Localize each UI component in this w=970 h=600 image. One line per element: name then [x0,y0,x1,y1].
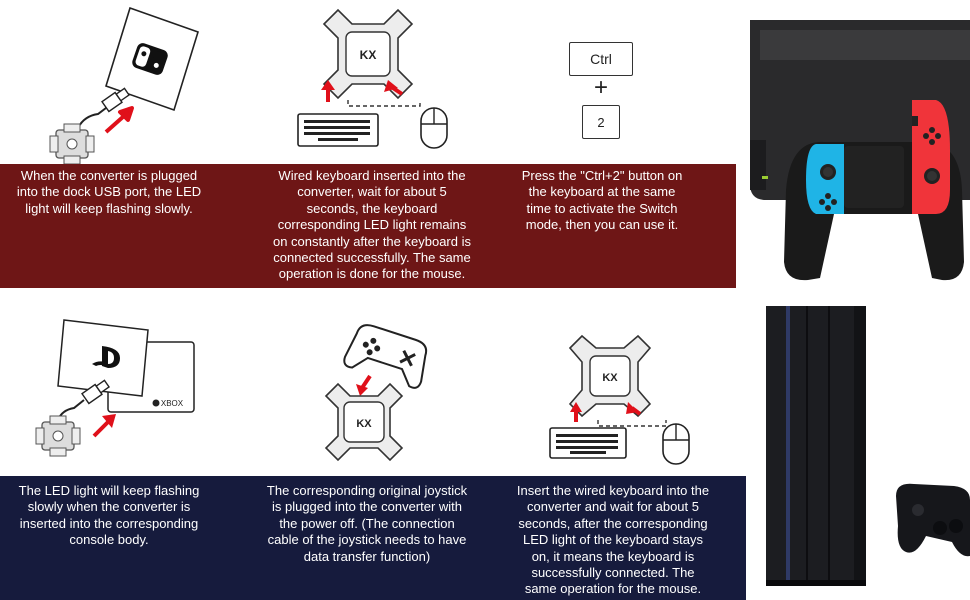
red-arrow-icon [570,402,582,412]
converter-icon: KX [568,334,652,418]
joystick-connect-illustration: KX [324,324,428,462]
key-2: 2 [582,105,620,139]
ps4-controller [896,483,970,557]
gamepad-icon [343,324,428,389]
keyboard-connect-illustration-2: KX [549,334,690,465]
keyboard-connect-illustration: KX [297,8,448,149]
keyboard-icon [297,113,379,147]
red-arrow-icon [104,106,134,134]
switch-step-3-text: Press the "Ctrl+2" button on the keyboar… [521,168,683,233]
converter-label: KX [602,372,618,384]
usb-plug-icon [81,379,111,405]
converter-icon: KX [322,8,414,100]
plus-sign: + [593,74,608,101]
red-arrow-icon [102,414,116,428]
mouse-icon [420,107,448,149]
joycon-right [912,100,950,214]
ctrl-key: Ctrl [569,42,633,76]
usb-plug-icon [77,87,131,129]
switch-card-icon [105,6,199,112]
mini-converter-icon [49,123,95,164]
switch-step-1-text: When the converter is plugged into the d… [16,168,202,216]
mouse-icon [662,423,690,465]
ps-card-icon [57,319,149,397]
ps-step-3-text: Insert the wired keyboard into the conve… [516,483,710,597]
ps4-console-photo [746,296,970,600]
converter-label: KX [356,418,372,430]
switch-step-2-text: Wired keyboard inserted into the convert… [272,168,471,282]
mini-converter-icon [35,415,81,457]
xbox-label: XBOX [161,399,184,408]
converter-icon: KX [324,382,404,462]
ps-step-2-text: The corresponding original joystick is p… [266,483,468,564]
red-arrow-icon [356,384,368,396]
keyboard-icon [549,427,627,459]
ps-step-1-text: The LED light will keep flashing slowly … [18,483,200,548]
red-arrow-icon [321,80,335,90]
switch-dock-illustration [49,6,199,164]
ps-xbox-dock-illustration: XBOX [35,319,195,457]
converter-label: KX [360,48,377,62]
nintendo-switch-photo [736,0,970,288]
